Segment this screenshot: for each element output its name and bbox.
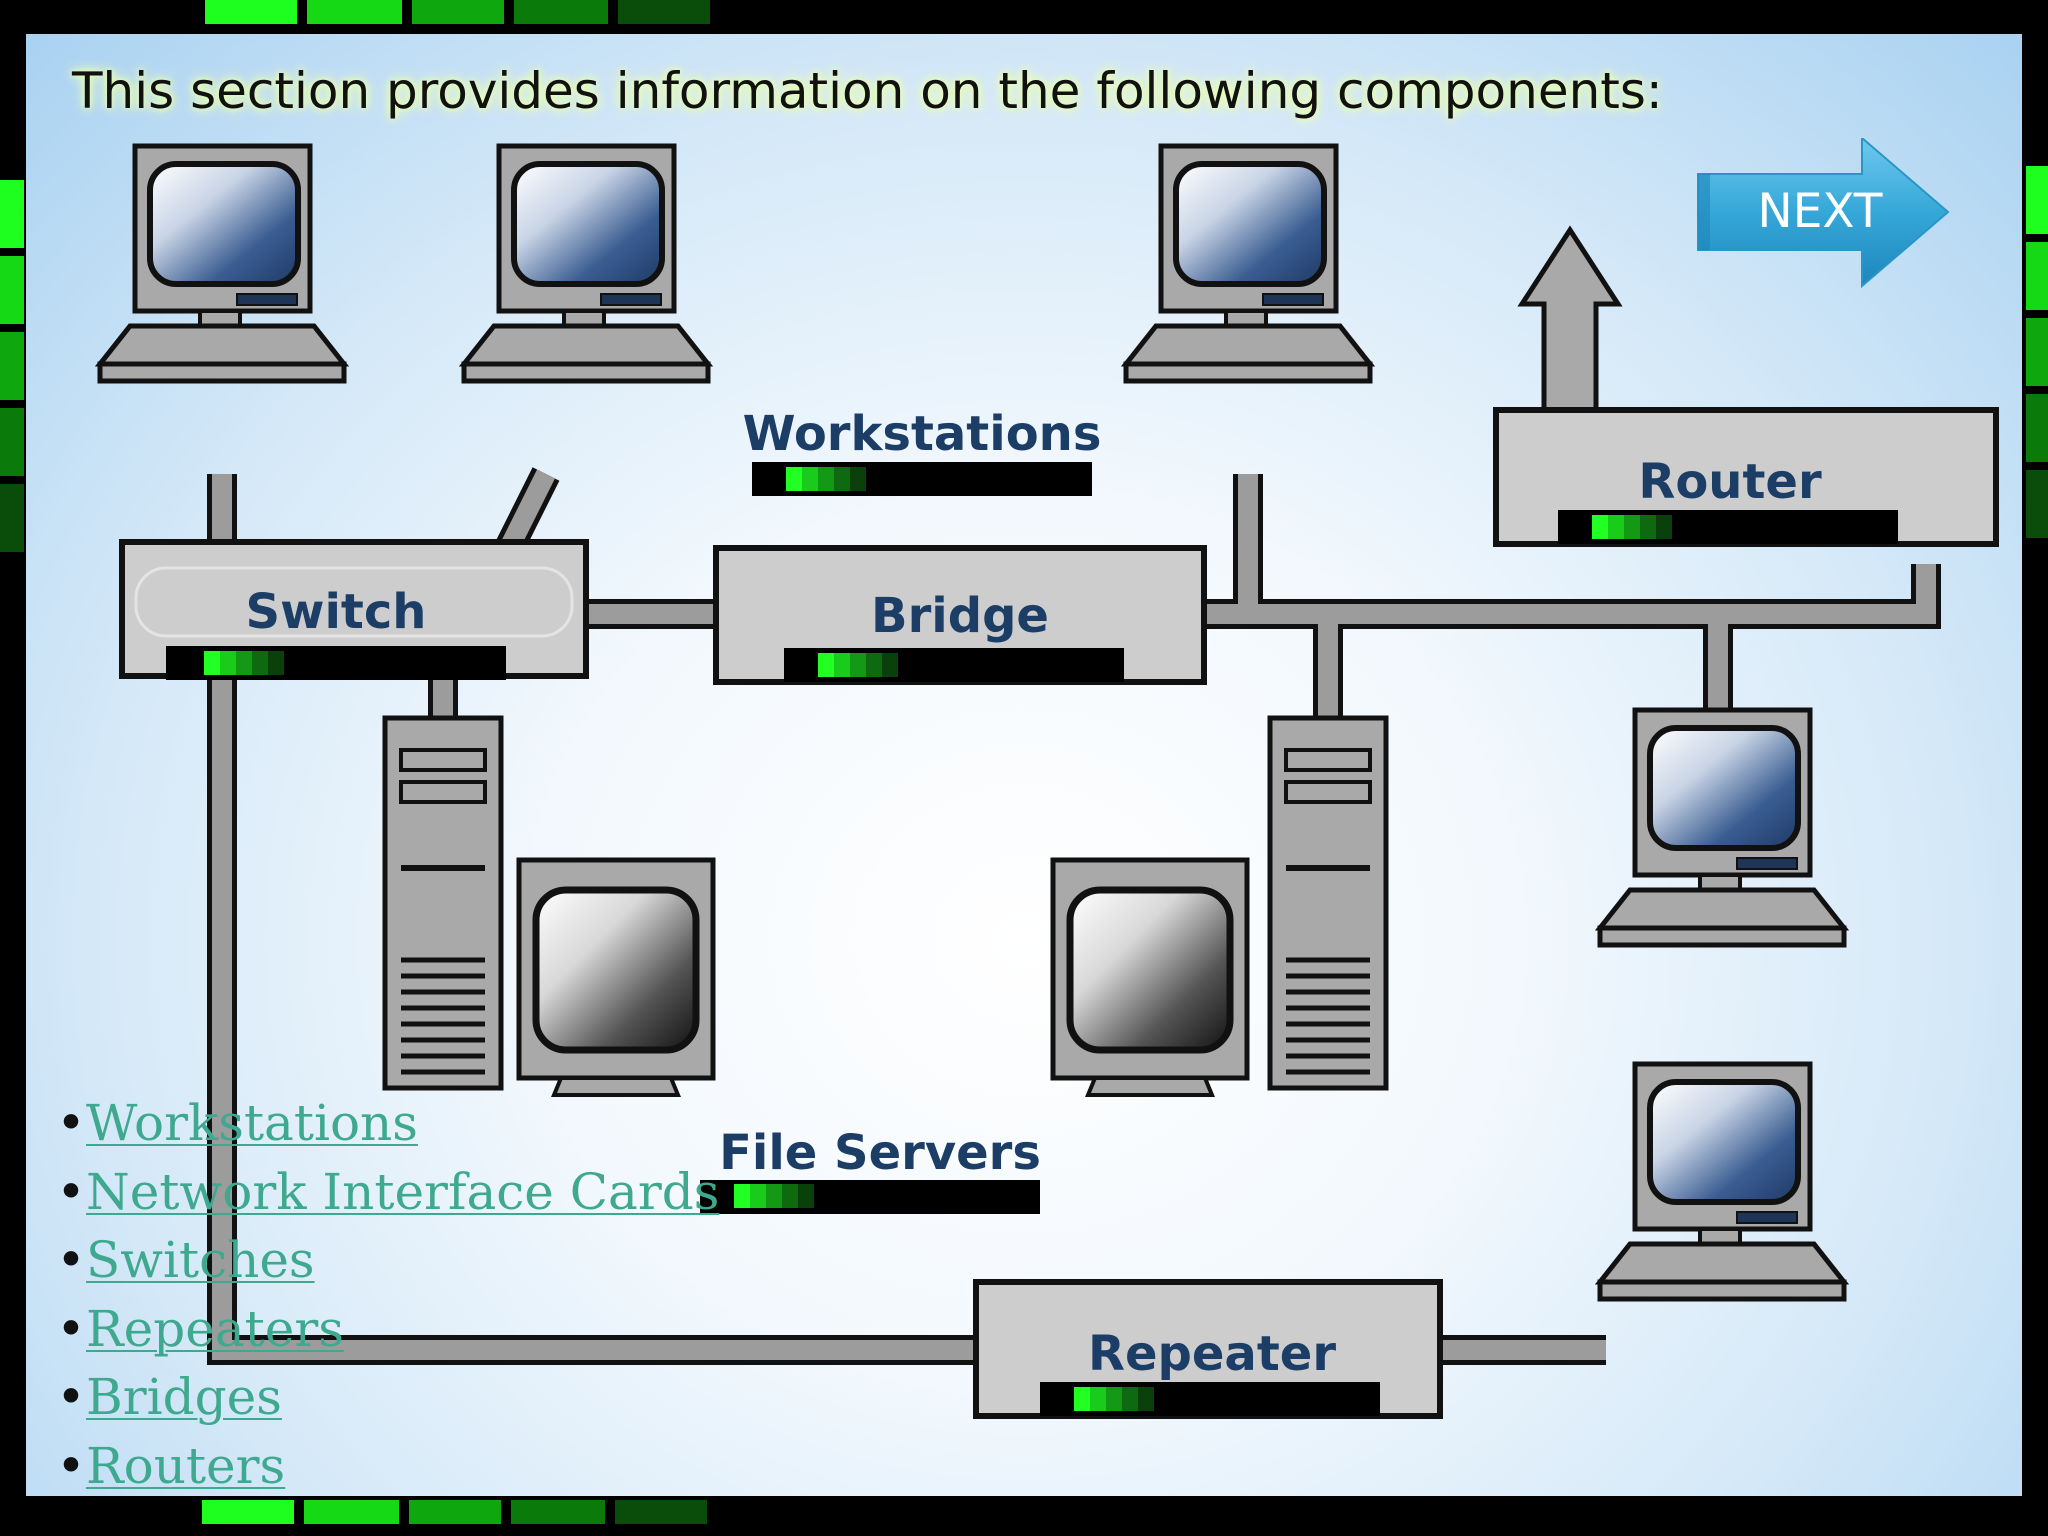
link-repeaters[interactable]: Repeaters xyxy=(86,1299,344,1358)
link-workstations[interactable]: Workstations xyxy=(86,1094,418,1152)
file-servers-callout: File Servers xyxy=(700,1125,1041,1214)
list-item: •Switches xyxy=(56,1231,315,1289)
workstation-right-1 xyxy=(1600,710,1844,945)
next-button-label: NEXT xyxy=(1757,184,1883,239)
workstations-callout: Workstations xyxy=(743,406,1102,496)
list-item: •Routers xyxy=(56,1436,286,1495)
arrow-right-icon xyxy=(1697,138,1950,288)
component-link-list: •Workstations •Network Interface Cards •… xyxy=(56,1089,719,1496)
workstation-top-1 xyxy=(100,146,344,381)
workstation-top-2 xyxy=(464,146,708,381)
link-routers[interactable]: Routers xyxy=(86,1436,286,1495)
repeater-device: Repeater xyxy=(973,1279,1443,1419)
workstation-right-2 xyxy=(1600,1064,1844,1299)
switch-label: Switch xyxy=(246,584,427,640)
list-item: •Workstations xyxy=(56,1094,418,1152)
router-label: Router xyxy=(1638,454,1822,510)
file-server-monitor-right xyxy=(1053,860,1247,1095)
list-item: •Network Interface Cards xyxy=(56,1162,720,1221)
link-network-interface-cards[interactable]: Network Interface Cards xyxy=(86,1162,720,1221)
workstation-top-3 xyxy=(1126,146,1370,381)
link-bridges[interactable]: Bridges xyxy=(86,1368,282,1426)
file-servers-label: File Servers xyxy=(719,1125,1041,1181)
link-switches[interactable]: Switches xyxy=(86,1231,315,1289)
slide: Switch Bridge Router Repeater Works xyxy=(26,34,2022,1496)
next-button[interactable]: NEXT xyxy=(1692,138,1962,288)
repeater-label: Repeater xyxy=(1088,1326,1336,1382)
network-diagram: Switch Bridge Router Repeater Works xyxy=(26,34,1999,1419)
router-device: Router xyxy=(1493,407,1999,547)
list-item: •Repeaters xyxy=(56,1299,344,1358)
bridge-device: Bridge xyxy=(713,545,1207,685)
workstations-label: Workstations xyxy=(743,406,1102,462)
list-item: •Bridges xyxy=(56,1368,282,1426)
file-server-tower-right xyxy=(1270,718,1386,1088)
file-server-monitor-left xyxy=(519,860,713,1095)
file-server-tower-left xyxy=(385,718,501,1088)
page-title: This section provides information on the… xyxy=(72,62,1663,120)
switch-device: Switch xyxy=(119,539,589,680)
bridge-label: Bridge xyxy=(871,588,1049,644)
